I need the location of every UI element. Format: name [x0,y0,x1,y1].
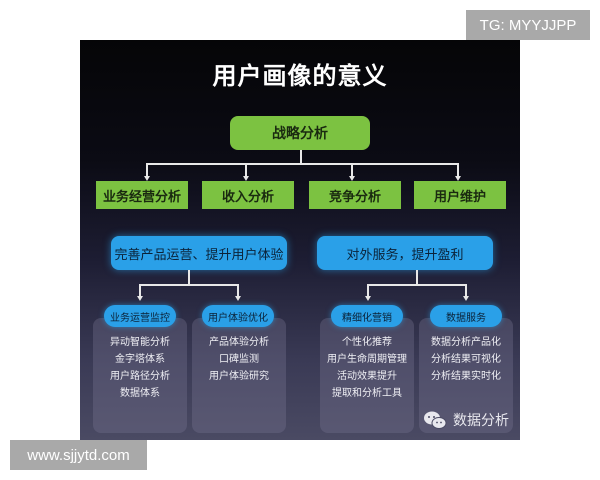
node-user-maintenance: 用户维护 [414,181,506,209]
connector [367,284,369,296]
connector [245,163,247,176]
list-precision-marketing: 个性化推荐 用户生命周期管理 活动效果提升 提取和分析工具 [320,334,414,402]
node-competition-analysis: 竞争分析 [309,181,401,209]
pill-precision-marketing: 精细化营销 [331,305,403,327]
connector [367,284,467,286]
list-item: 口碑监测 [219,354,259,365]
group-external-service: 对外服务，提升盈利 [317,236,493,270]
connector [146,163,148,176]
list-item: 金字塔体系 [115,354,165,365]
connector [300,150,302,164]
list-item: 活动效果提升 [337,371,397,382]
arrow-icon [463,296,469,301]
arrow-icon [235,296,241,301]
list-item: 用户路径分析 [110,371,170,382]
list-item: 数据分析产品化 [431,337,501,348]
list-item: 数据体系 [120,388,160,399]
list-business-monitoring: 异动智能分析 金字塔体系 用户路径分析 数据体系 [93,334,187,402]
arrow-icon [365,296,371,301]
connector [351,163,353,176]
connector [146,163,458,165]
arrow-icon [137,296,143,301]
arrow-icon [243,176,249,181]
pill-data-service: 数据服务 [430,305,502,327]
list-item: 提取和分析工具 [332,388,402,399]
wechat-icon [424,411,447,429]
wechat-watermark: 数据分析 [423,410,509,430]
connector [416,270,418,284]
node-revenue-analysis: 收入分析 [202,181,294,209]
root-node-strategy: 战略分析 [230,116,370,150]
list-item: 分析结果实时化 [431,371,501,382]
diagram-canvas: 用户画像的意义 战略分析 业务经营分析 收入分析 竞争分析 用户维护 完善产品运… [80,40,520,440]
group-product-operation: 完善产品运营、提升用户体验 [111,236,287,270]
watermark-bottom-left: www.sjjytd.com [10,440,147,470]
list-item: 产品体验分析 [209,337,269,348]
arrow-icon [349,176,355,181]
watermark-top-right: TG: MYYJJPP [466,10,590,40]
connector [465,284,467,296]
panel-business-monitoring [93,318,187,433]
node-business-analysis: 业务经营分析 [96,181,188,209]
arrow-icon [144,176,150,181]
connector [139,284,141,296]
list-item: 分析结果可视化 [431,354,501,365]
connector [457,163,459,176]
list-item: 异动智能分析 [110,337,170,348]
list-item: 用户体验研究 [209,371,269,382]
panel-precision-marketing [320,318,414,433]
diagram-title: 用户画像的意义 [212,62,388,90]
connector [139,284,239,286]
pill-user-experience: 用户体验优化 [202,305,274,327]
list-item: 用户生命周期管理 [327,354,407,365]
list-user-experience: 产品体验分析 口碑监测 用户体验研究 [192,334,286,385]
connector [188,270,190,284]
list-item: 个性化推荐 [342,337,392,348]
wechat-label: 数据分析 [453,413,509,429]
connector [237,284,239,296]
pill-business-monitoring: 业务运营监控 [104,305,176,327]
arrow-icon [455,176,461,181]
panel-user-experience [192,318,286,433]
list-data-service: 数据分析产品化 分析结果可视化 分析结果实时化 [419,334,513,385]
